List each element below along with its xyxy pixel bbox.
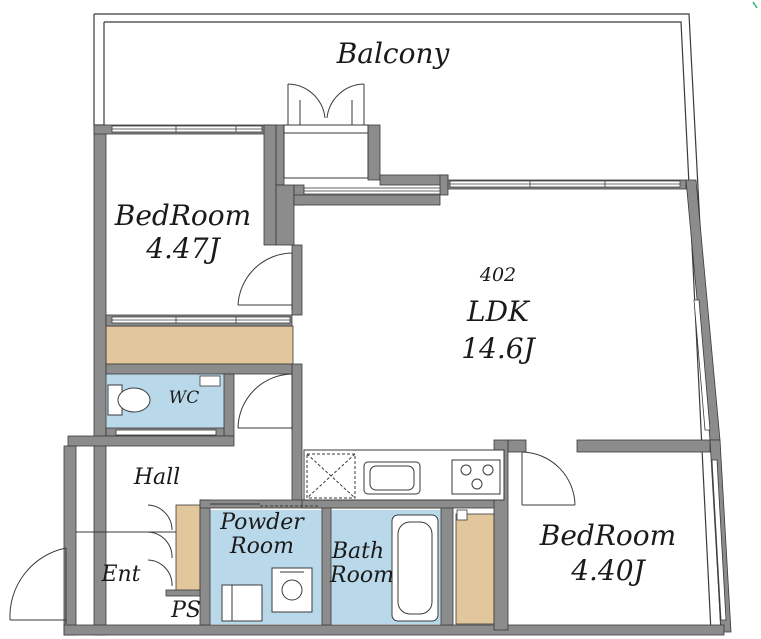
bedroom-2-closet	[455, 513, 495, 625]
paper-holder-icon	[199, 375, 221, 387]
balcony-label: Balcony	[336, 37, 451, 70]
bath-room-label-line2: Room	[329, 563, 394, 588]
windows	[111, 125, 727, 621]
bath-room-label-line1: Bath	[331, 539, 384, 564]
unit-number: 402	[479, 264, 516, 286]
ldk-size: 14.6J	[461, 332, 536, 365]
entrance-label: Ent	[100, 562, 140, 587]
powder-room-label-line2: Room	[229, 534, 294, 559]
bedroom-2-size: 4.40J	[570, 554, 646, 587]
shoe-cabinet	[175, 504, 201, 592]
washbasin-icon	[221, 567, 313, 622]
bedroom-2-label: BedRoom	[539, 519, 676, 552]
ps-box	[456, 509, 468, 521]
pipe-space-label: PS	[170, 598, 201, 623]
bedroom-closet	[105, 325, 294, 365]
hall-label: Hall	[133, 465, 180, 490]
kitchen-counter	[303, 449, 505, 501]
powder-room-label-line1: Powder	[219, 510, 305, 535]
bedroom-1-size: 4.47J	[145, 232, 221, 265]
ldk-label: LDK	[466, 295, 531, 328]
bedroom-1-label: BedRoom	[114, 199, 251, 232]
door-icons	[9, 252, 576, 624]
compass-icon	[752, 1, 758, 9]
balcony-door-icon	[283, 83, 369, 179]
wc-label: WC	[169, 388, 199, 408]
toilet-icon	[107, 384, 151, 416]
bathtub-icon	[391, 514, 439, 622]
